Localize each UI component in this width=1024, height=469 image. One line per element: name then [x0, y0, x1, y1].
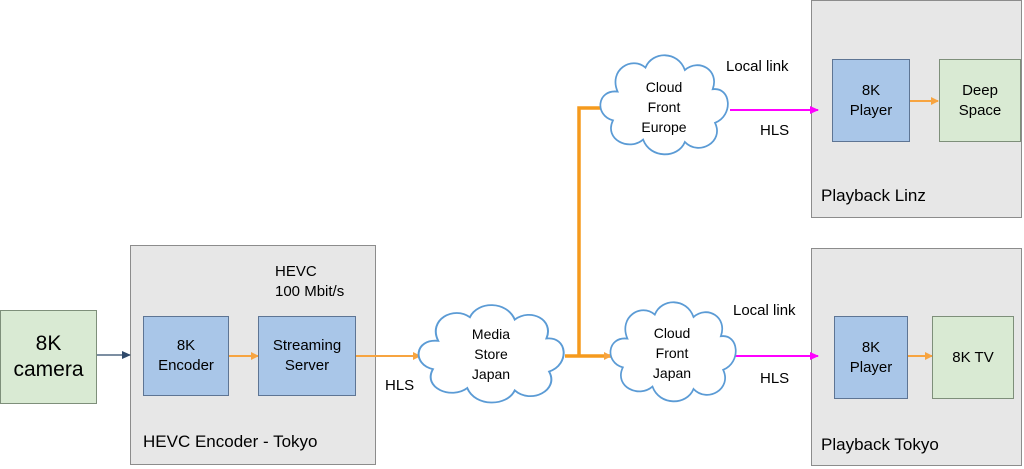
edge-trunk-to-europe [577, 106, 602, 356]
hls-europe-label: HLS [760, 122, 790, 139]
tokyo-player-node: 8K Player [834, 316, 908, 399]
streaming-server-node: Streaming Server [258, 316, 356, 396]
tokyo-group-label: Playback Tokyo [821, 435, 939, 454]
cloud-front-japan-label: Cloud Front Japan [652, 325, 692, 381]
hevc-bitrate-label: HEVC 100 Mbit/s [275, 263, 345, 300]
local-link-europe-label: Local link [726, 58, 789, 75]
encoder-group-label: HEVC Encoder - Tokyo [143, 432, 318, 451]
deep-space-node: Deep Space [939, 59, 1021, 142]
linz-group-label: Playback Linz [821, 186, 926, 205]
camera-node: 8K camera [0, 310, 97, 404]
encoder-node: 8K Encoder [143, 316, 229, 396]
local-link-japan-label: Local link [733, 302, 796, 319]
media-store-label: Media Store Japan [471, 326, 511, 382]
cloud-front-europe-label: Cloud Front Europe [641, 79, 687, 135]
hls-encoder-label: HLS [385, 377, 415, 394]
hls-japan-label: HLS [760, 370, 790, 387]
linz-player-node: 8K Player [832, 59, 910, 142]
tv-node: 8K TV [932, 316, 1014, 399]
